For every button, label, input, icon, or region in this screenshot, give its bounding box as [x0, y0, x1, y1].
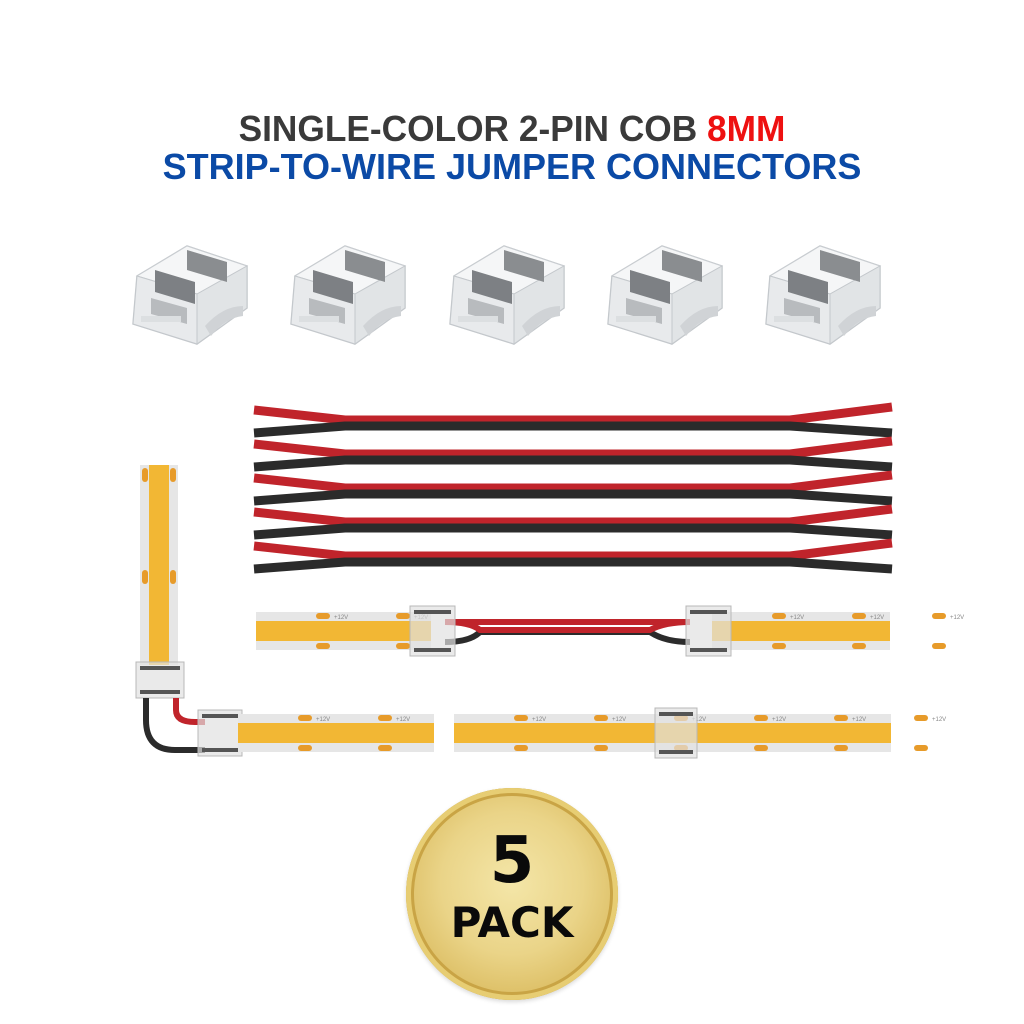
solder-pad	[298, 715, 312, 721]
solder-pad	[298, 745, 312, 751]
positive-label: +12V	[692, 717, 706, 723]
solder-pad	[316, 613, 330, 619]
clip-pin	[659, 750, 693, 754]
l-clip-horizontal	[197, 709, 243, 757]
solder-pad	[170, 570, 176, 584]
connector-5	[760, 236, 886, 356]
black-wire	[253, 557, 893, 574]
strip-clip-inline	[654, 707, 698, 759]
solder-pad	[772, 643, 786, 649]
strip-bottom-right: +12V +12V +12V +12V +12V +12V	[454, 714, 946, 752]
positive-label: +12V	[396, 717, 410, 723]
positive-label: +12V	[532, 717, 546, 723]
strip-cob-led	[712, 621, 890, 641]
product-title-line2: STRIP-TO-WIRE JUMPER CONNECTORS	[162, 146, 862, 187]
title-size-highlight: 8MM	[707, 108, 786, 149]
red-wire	[253, 538, 893, 561]
clip-body	[685, 605, 732, 657]
strip-right-jumper: +12V +12V +12V	[712, 612, 964, 650]
clip-pin	[659, 712, 693, 716]
clip-pin	[690, 610, 727, 614]
jumper-red-wire-curve	[444, 619, 691, 633]
strip-clip-right	[685, 605, 732, 657]
product-title-line1: SINGLE-COLOR 2-PIN COB 8MM	[10, 108, 1014, 150]
clip-body	[409, 605, 456, 657]
strip-cob-led	[238, 723, 434, 743]
black-wire	[253, 421, 893, 438]
clip-pin	[690, 648, 727, 652]
positive-label: +12V	[932, 717, 946, 723]
solder-pad	[932, 643, 946, 649]
strip-diagram: +12V+12V+12V+12V+12V+12V+12V+12V+12V+12V…	[135, 465, 964, 759]
red-wire	[253, 402, 893, 425]
solder-pad	[378, 745, 392, 751]
strip-cob-led	[256, 621, 431, 641]
positive-label: +12V	[870, 615, 884, 621]
clip-body	[654, 707, 698, 759]
solder-pad	[754, 715, 768, 721]
solder-pad	[772, 613, 786, 619]
strip-clip-left	[409, 605, 456, 657]
red-wire	[253, 504, 893, 527]
positive-label: +12V	[950, 615, 964, 621]
connector-1	[127, 236, 253, 356]
black-wire	[253, 523, 893, 540]
clip-pin	[140, 666, 180, 670]
clip-pin	[202, 714, 238, 718]
positive-label: +12V	[772, 717, 786, 723]
solder-pad	[142, 570, 148, 584]
positive-label: +12V	[316, 717, 330, 723]
solder-pad	[514, 745, 528, 751]
connector-3	[444, 236, 570, 356]
clip-pin	[140, 690, 180, 694]
solder-pad	[754, 745, 768, 751]
red-wire	[253, 470, 893, 493]
l-black-wire	[143, 698, 205, 753]
black-wire	[253, 455, 893, 472]
strip-l-horizontal: +12V+12V+12V	[238, 714, 490, 752]
solder-pad	[396, 613, 410, 619]
positive-label: +12V	[334, 615, 348, 621]
strip-cob-led	[149, 465, 169, 665]
black-wire	[253, 489, 893, 506]
solder-pad	[396, 643, 410, 649]
solder-pad	[594, 715, 608, 721]
wire-bundle	[253, 402, 893, 574]
positive-label: +12V	[612, 717, 626, 723]
solder-pad	[378, 715, 392, 721]
solder-pad	[834, 745, 848, 751]
connector-2	[285, 236, 411, 356]
positive-label: +12V	[790, 615, 804, 621]
solder-pad	[852, 643, 866, 649]
strip-left-jumper: +12V+12V	[256, 612, 431, 650]
pack-quantity: 5	[489, 824, 535, 898]
strip-vertical	[140, 465, 178, 665]
solder-pad	[914, 745, 928, 751]
l-red-wire	[173, 698, 205, 725]
solder-pad	[594, 745, 608, 751]
solder-pad	[142, 468, 148, 482]
clip-pin	[202, 748, 238, 752]
solder-pad	[514, 715, 528, 721]
positive-label: +12V	[852, 717, 866, 723]
connector-4	[602, 236, 728, 356]
clip-pin	[414, 610, 451, 614]
solder-pad	[852, 613, 866, 619]
pack-badge: 5 PACK	[406, 788, 618, 1000]
solder-pad	[834, 715, 848, 721]
jumper-black-wire	[444, 629, 691, 645]
solder-pad	[914, 715, 928, 721]
solder-pad	[316, 643, 330, 649]
l-clip-vertical	[135, 661, 185, 699]
clip-pin	[414, 648, 451, 652]
title-main-text: SINGLE-COLOR 2-PIN COB	[238, 108, 708, 149]
solder-pad	[170, 468, 176, 482]
red-wire	[253, 436, 893, 459]
pack-label: PACK	[450, 898, 574, 947]
solder-pad	[932, 613, 946, 619]
